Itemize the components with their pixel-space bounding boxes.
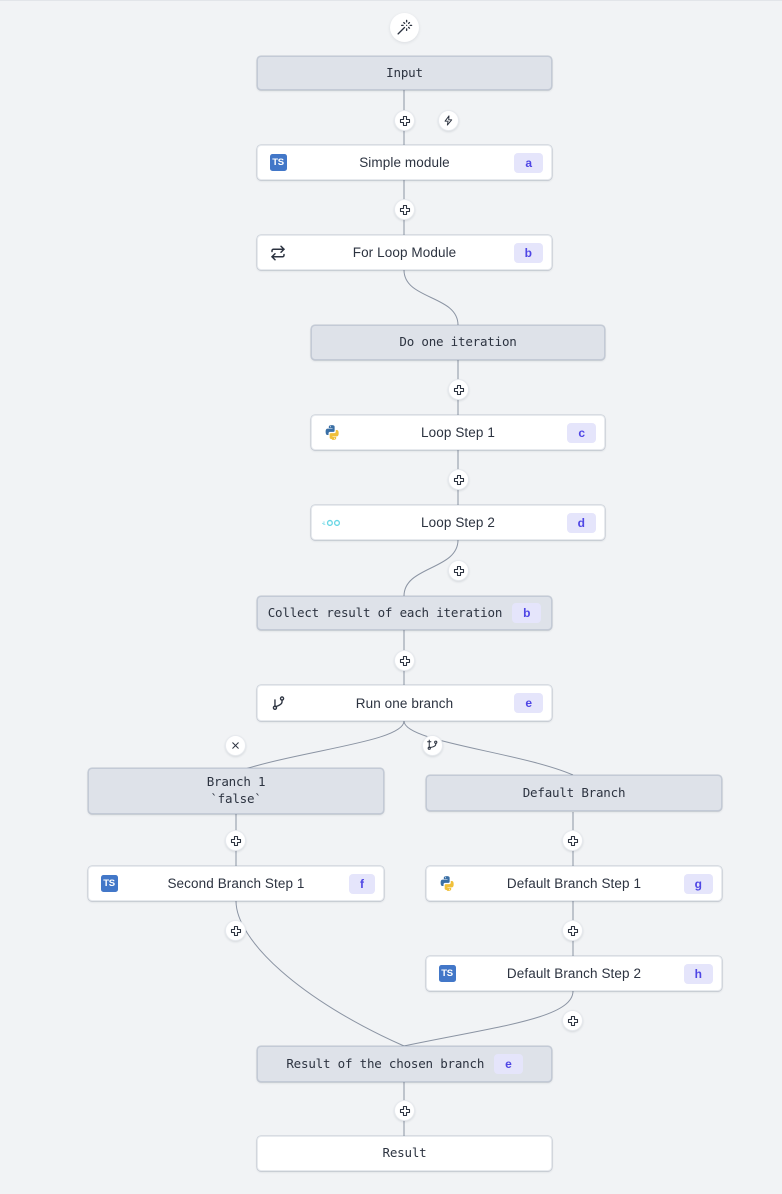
- node-default-branch-step-2-label: Default Branch Step 2: [506, 966, 642, 981]
- plus-icon: [399, 1105, 410, 1116]
- add-step-button-branch-1[interactable]: [225, 830, 246, 851]
- python-logo: [325, 425, 339, 440]
- node-second-branch-step-1-badge: f: [349, 873, 375, 894]
- node-collect-result[interactable]: Collect result of each iteration b: [257, 596, 552, 630]
- node-result[interactable]: Result: [257, 1136, 552, 1171]
- python-icon: [437, 874, 457, 894]
- node-default-branch-step-2-badge: h: [683, 963, 713, 984]
- node-collect-result-label: Collect result of each iteration: [267, 604, 503, 620]
- node-loop-step-2-label: Loop Step 2: [421, 515, 495, 530]
- node-for-loop-module-label: For Loop Module: [352, 245, 457, 260]
- plus-icon: [567, 925, 578, 936]
- node-for-loop-module[interactable]: For Loop Module b: [257, 235, 552, 270]
- close-x-icon: [232, 742, 239, 749]
- node-default-branch-step-1[interactable]: Default Branch Step 1 g: [426, 866, 722, 901]
- node-loop-step-1-label: Loop Step 1: [421, 425, 495, 440]
- add-step-button-input[interactable]: [394, 110, 415, 131]
- plus-icon: [453, 474, 464, 485]
- typescript-icon: TS: [437, 964, 457, 984]
- node-do-one-iteration[interactable]: Do one iteration: [311, 325, 605, 360]
- add-step-button-default-branch-step-1[interactable]: [562, 920, 583, 941]
- node-chosen-branch-result[interactable]: Result of the chosen branch e: [257, 1046, 552, 1082]
- remove-branch-button[interactable]: [225, 735, 246, 756]
- node-loop-step-1[interactable]: Loop Step 1 c: [311, 415, 605, 450]
- node-chosen-branch-result-label: Result of the chosen branch: [286, 1055, 485, 1071]
- add-step-button-default-branch[interactable]: [562, 830, 583, 851]
- node-loop-step-2-badge: d: [566, 512, 596, 533]
- add-step-button-collect-result[interactable]: [394, 650, 415, 671]
- node-default-branch-step-1-badge: g: [683, 873, 713, 894]
- node-result-label: Result: [382, 1145, 427, 1161]
- add-step-button-default-branch-step-2[interactable]: [562, 1010, 583, 1031]
- node-second-branch-step-1-label: Second Branch Step 1: [167, 876, 305, 891]
- magic-wand-icon: [397, 19, 413, 35]
- node-run-one-branch-badge: e: [514, 693, 543, 713]
- python-logo: [440, 876, 454, 891]
- plus-icon: [399, 115, 410, 126]
- add-step-button-chosen-branch-result[interactable]: [394, 1100, 415, 1121]
- node-branch-1[interactable]: Branch 1 `false`: [88, 768, 384, 814]
- node-default-branch-step-1-label: Default Branch Step 1: [506, 876, 642, 891]
- plus-icon: [230, 925, 241, 936]
- node-branch-1-label: Branch 1 `false`: [206, 774, 266, 806]
- node-simple-module-badge: a: [514, 152, 543, 173]
- go-icon: [322, 513, 342, 533]
- add-step-button-loop-step-2[interactable]: [448, 560, 469, 581]
- node-collect-result-badge: b: [512, 603, 542, 623]
- plus-icon: [399, 204, 410, 215]
- node-default-branch[interactable]: Default Branch: [426, 775, 722, 811]
- lightning-bolt-icon: [444, 115, 453, 126]
- add-trigger-button[interactable]: [438, 110, 459, 131]
- node-run-one-branch-label: Run one branch: [355, 695, 454, 711]
- plus-icon: [399, 655, 410, 666]
- add-branch-button[interactable]: [422, 735, 443, 756]
- typescript-icon: TS: [268, 153, 288, 173]
- typescript-icon: TS: [99, 874, 119, 894]
- python-icon: [322, 423, 342, 443]
- node-chosen-branch-result-badge: e: [494, 1054, 523, 1074]
- plus-icon: [567, 1015, 578, 1026]
- node-run-one-branch[interactable]: Run one branch e: [257, 685, 552, 721]
- plus-icon: [453, 384, 464, 395]
- node-second-branch-step-1[interactable]: TS Second Branch Step 1 f: [88, 866, 384, 901]
- plus-icon: [453, 565, 464, 576]
- node-loop-step-1-badge: c: [567, 422, 596, 443]
- add-step-button-iteration[interactable]: [448, 379, 469, 400]
- node-default-branch-step-2[interactable]: TS Default Branch Step 2 h: [426, 956, 722, 991]
- magic-wand-button[interactable]: [390, 13, 419, 42]
- add-step-button-simple-module[interactable]: [394, 199, 415, 220]
- git-branch-plus-icon: [427, 739, 438, 750]
- add-step-button-second-branch-step-1[interactable]: [225, 920, 246, 941]
- node-simple-module-label: Simple module: [359, 155, 450, 170]
- node-input[interactable]: Input: [257, 56, 552, 90]
- node-simple-module[interactable]: TS Simple module a: [257, 145, 552, 180]
- node-input-label: Input: [386, 64, 423, 80]
- go-logo: [322, 519, 340, 526]
- plus-icon: [567, 835, 578, 846]
- loop-arrows-icon: [268, 243, 288, 263]
- node-for-loop-module-badge: b: [513, 242, 543, 263]
- add-step-button-loop-step-1[interactable]: [448, 469, 469, 490]
- node-loop-step-2[interactable]: Loop Step 2 d: [311, 505, 605, 540]
- plus-icon: [230, 835, 241, 846]
- git-branch-icon: [268, 693, 288, 713]
- node-do-one-iteration-label: Do one iteration: [399, 334, 517, 350]
- node-default-branch-label: Default Branch: [522, 784, 626, 800]
